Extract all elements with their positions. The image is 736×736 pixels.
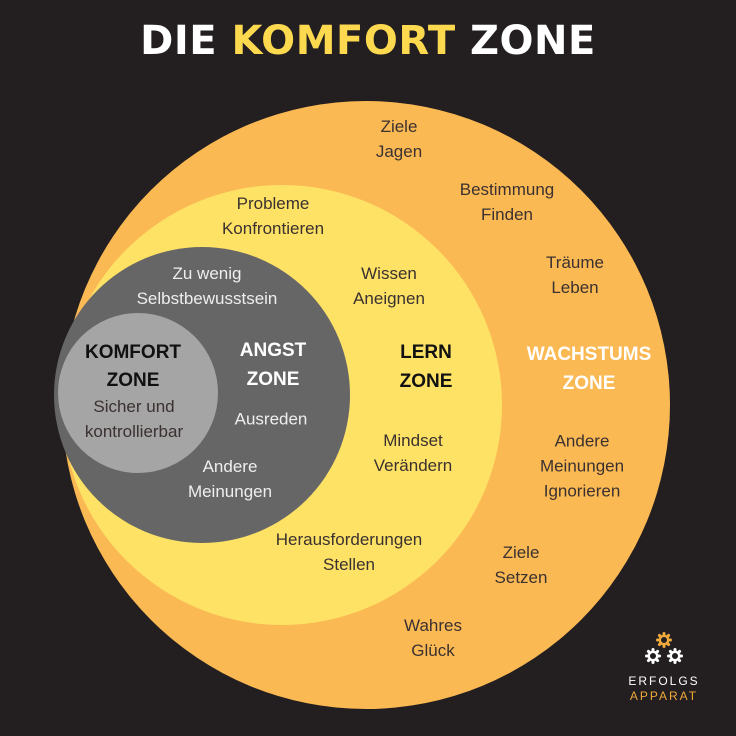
learning-item-knowledge: Wissen Aneignen	[353, 264, 425, 308]
fear-item-excuses: Ausreden	[234, 409, 308, 429]
growth-item-purpose: Bestimmung Finden	[459, 180, 555, 224]
growth-item-set-goals: Ziele Setzen	[494, 543, 548, 587]
page-title: DIE KOMFORT ZONE	[140, 18, 596, 64]
brand-logo: ERFOLGS APPARAT	[622, 632, 706, 704]
growth-item-dreams: Träume Leben	[546, 253, 604, 297]
fear-item-low-confidence: Zu wenig Selbstbewusstsein	[136, 264, 278, 308]
growth-item-true-happiness: Wahres Glück	[404, 616, 462, 660]
learning-zone-title: LERN ZONE	[399, 342, 453, 392]
learning-item-mindset: Mindset Verändern	[373, 431, 453, 475]
comfort-item-safe: Sicher und kontrollierbar	[84, 397, 184, 441]
logo-text-apparat: APPARAT	[629, 689, 699, 703]
growth-item-goals-chase: Ziele Jagen	[375, 117, 423, 161]
growth-zone-title: WACHSTUMS ZONE	[526, 344, 652, 394]
fear-zone-title: ANGST ZONE	[239, 340, 307, 390]
comfort-zone-circle	[58, 313, 218, 473]
comfort-zone-title: KOMFORT ZONE	[84, 342, 182, 391]
gears-icon	[645, 632, 683, 664]
learning-item-challenges: Herausforderungen Stellen	[275, 530, 423, 574]
learning-item-problems: Probleme Konfrontieren	[221, 194, 325, 238]
growth-item-ignore-opinions: Andere Meinungen Ignorieren	[539, 431, 625, 501]
fear-item-other-opinions: Andere Meinungen	[187, 457, 273, 501]
logo-text-erfolgs: ERFOLGS	[628, 674, 700, 688]
